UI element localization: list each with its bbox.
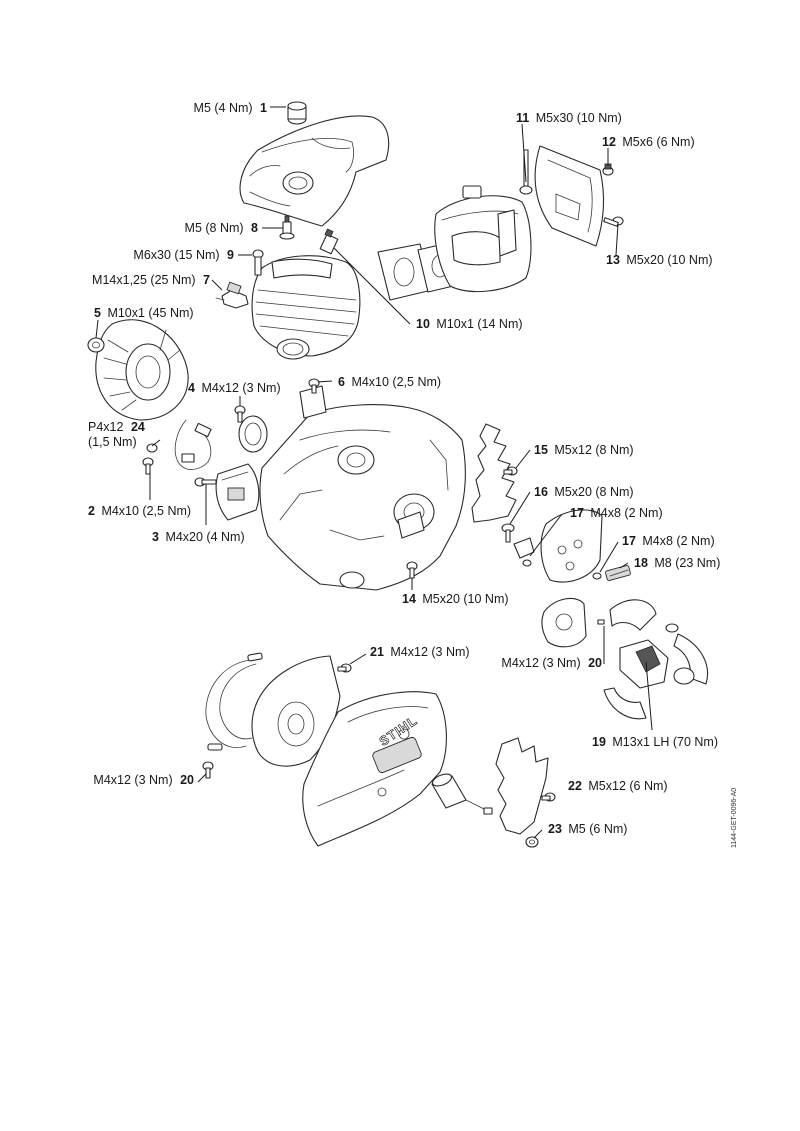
- flywheel: [95, 319, 189, 421]
- nut-23: [525, 836, 539, 848]
- document-code: 1144-GET-0096-A0: [731, 788, 738, 848]
- muffler: [434, 185, 532, 293]
- crankcase-housing: [259, 385, 466, 591]
- callout-6: 6 M4x10 (2,5 Nm): [338, 375, 441, 389]
- screw-21: [337, 663, 352, 673]
- callout-10: 10 M10x1 (14 Nm): [416, 317, 523, 331]
- screw-16: [501, 523, 515, 543]
- sprocket-cover: [302, 691, 447, 847]
- callout-14: 14 M5x20 (10 Nm): [402, 592, 509, 606]
- leader-lines: [95, 106, 653, 839]
- screw-24: [146, 443, 158, 453]
- ignition-module: [215, 463, 260, 521]
- chain-tensioner: [431, 773, 493, 815]
- guide-plate: [540, 509, 603, 583]
- collar-stud-18: [605, 565, 631, 581]
- muffler-cover: [534, 145, 604, 247]
- callout-18: 18 M8 (23 Nm): [634, 556, 720, 570]
- bumper-spike-lower: [495, 737, 549, 835]
- screw-9: [252, 249, 264, 276]
- starter-rope: [205, 652, 263, 751]
- valve-10: [319, 228, 339, 255]
- callout-7: M14x1,25 (25 Nm) 7: [92, 273, 210, 287]
- screw-2: [142, 457, 154, 475]
- callout-1: M5 (4 Nm) 1: [194, 101, 268, 115]
- oil-pump: [541, 597, 605, 648]
- ignition-lead: [174, 419, 212, 470]
- callout-2: 2 M4x10 (2,5 Nm): [88, 504, 191, 518]
- screw-4: [234, 405, 246, 423]
- callout-12: 12 M5x6 (6 Nm): [602, 135, 695, 149]
- screw-15: [503, 466, 518, 476]
- shroud-cover: [239, 115, 390, 227]
- chain-catcher-17: [513, 537, 535, 567]
- cap-nut-1: [287, 101, 307, 125]
- fan-housing: [251, 655, 341, 767]
- callout-3: 3 M4x20 (4 Nm): [152, 530, 245, 544]
- callout-24: P4x12 24: [88, 420, 145, 434]
- callout-5: 5 M10x1 (45 Nm): [94, 306, 194, 320]
- screw-12: [602, 163, 614, 176]
- callout-16: 16 M5x20 (8 Nm): [534, 485, 634, 499]
- callout-22: 22 M5x12 (6 Nm): [568, 779, 668, 793]
- screw-22: [541, 792, 556, 802]
- callout-labels: M5 (4 Nm) 1 11 M5x30 (10 Nm) 12 M5x6 (6 …: [88, 101, 720, 836]
- cylinder: [251, 255, 361, 360]
- callout-17a: 17 M4x8 (2 Nm): [570, 506, 663, 520]
- nut-5: [87, 337, 105, 353]
- callout-8: M5 (8 Nm) 8: [185, 221, 259, 235]
- screw-20b: [202, 761, 214, 779]
- callout-13: 13 M5x20 (10 Nm): [606, 253, 713, 267]
- callout-20a: M4x12 (3 Nm) 20: [501, 656, 602, 670]
- clutch-assembly: [603, 599, 708, 720]
- callout-19: 19 M13x1 LH (70 Nm): [592, 735, 718, 749]
- screw-3: [194, 477, 217, 487]
- screw-17b: [592, 572, 602, 580]
- bumper-spike-upper: [471, 423, 517, 523]
- screw-13: [603, 216, 624, 227]
- callout-17b: 17 M4x8 (2 Nm): [622, 534, 715, 548]
- screw-6: [308, 378, 320, 394]
- callout-23: 23 M5 (6 Nm): [548, 822, 627, 836]
- screw-11: [519, 149, 533, 195]
- callout-4: 4 M4x12 (3 Nm): [188, 381, 281, 395]
- callout-20b: M4x12 (3 Nm) 20: [93, 773, 194, 787]
- callout-11: 11 M5x30 (10 Nm): [516, 111, 622, 125]
- callout-15: 15 M5x12 (8 Nm): [534, 443, 634, 457]
- callout-24-torque: (1,5 Nm): [88, 435, 137, 449]
- spark-plug-7: [215, 281, 249, 309]
- callout-21: 21 M4x12 (3 Nm): [370, 645, 470, 659]
- oil-seal: [238, 415, 268, 453]
- callout-9: M6x30 (15 Nm) 9: [133, 248, 234, 262]
